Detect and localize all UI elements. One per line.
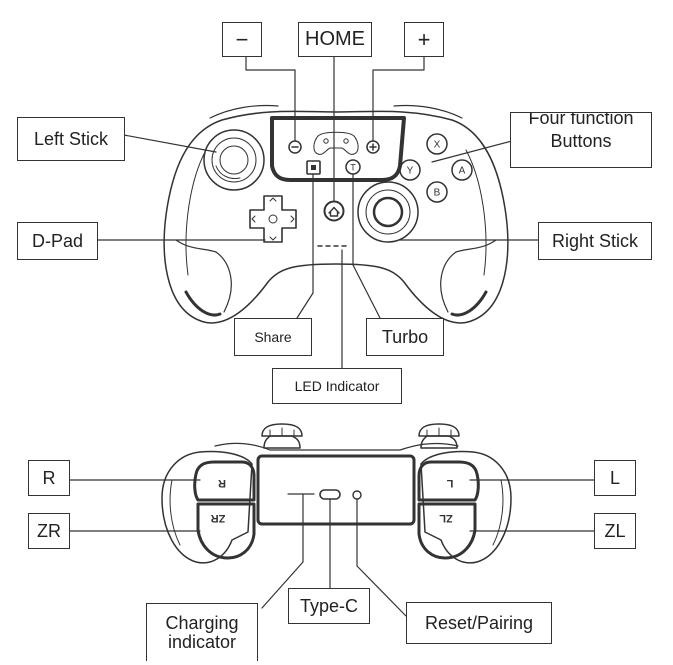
top-controller: R ZR L ZL [161,423,512,564]
charging-line1: Charging [165,612,239,633]
front-controller: T [163,104,509,324]
home-icon [328,206,340,217]
zl-label: ZL [594,513,636,549]
share-label: Share [234,318,312,356]
plus-label: + [404,22,444,57]
front-leader-lines [97,56,541,369]
top-center-panel [256,454,416,526]
zr-trigger-letter: ZR [211,512,226,524]
face-button-a-letter: A [459,166,466,177]
r-label: R [28,460,70,496]
l-label: L [594,460,636,496]
face-button-b[interactable] [426,181,448,203]
left-stick-label: Left Stick [17,117,125,161]
four-function-line2: Buttons [550,130,612,151]
l-shoulder-letter: L [446,477,453,489]
center-panel [270,116,406,182]
reset-pairing-label: Reset/Pairing [406,602,552,644]
reset-pairing-pinhole[interactable] [352,490,362,500]
type-c-port [319,489,341,500]
zl-trigger-button[interactable] [417,502,477,560]
r-shoulder-button[interactable] [193,460,256,502]
zr-trigger-button[interactable] [196,502,256,560]
face-button-b-letter: B [434,188,441,199]
minus-label: − [222,22,262,57]
face-button-x[interactable] [426,133,448,155]
top-left-grip [161,450,253,564]
r-shoulder-letter: R [218,477,226,489]
top-leader-lines [69,479,595,617]
d-pad-label: D-Pad [17,222,98,260]
face-button-a[interactable] [451,159,473,181]
face-button-x-letter: X [434,140,441,151]
home-label: HOME [298,22,372,57]
controller-body-outline [163,110,509,324]
top-right-grip [420,450,512,564]
four-function-buttons-label: Four function Buttons [510,112,652,168]
led-indicator-label: LED Indicator [272,368,402,404]
right-stick-label: Right Stick [538,222,652,260]
face-button-y-letter: Y [407,166,414,177]
zl-trigger-letter: ZL [439,512,453,524]
top-right-stick [418,423,460,449]
zr-label: ZR [28,513,70,549]
top-left-stick [261,423,303,449]
left-stick[interactable] [203,129,265,191]
gamepad-logo-icon [313,131,359,155]
four-function-line1: Four function [528,112,634,128]
face-button-y[interactable] [399,159,421,181]
charging-line2: indicator [167,631,237,652]
turbo-button-letter: T [350,163,356,173]
d-pad[interactable] [249,195,297,243]
home-button[interactable] [323,200,345,222]
l-shoulder-button[interactable] [417,460,480,502]
type-c-label: Type-C [288,588,370,624]
charging-indicator-label: Charging indicator [146,603,258,661]
right-stick[interactable] [357,181,419,243]
turbo-label: Turbo [366,318,444,356]
